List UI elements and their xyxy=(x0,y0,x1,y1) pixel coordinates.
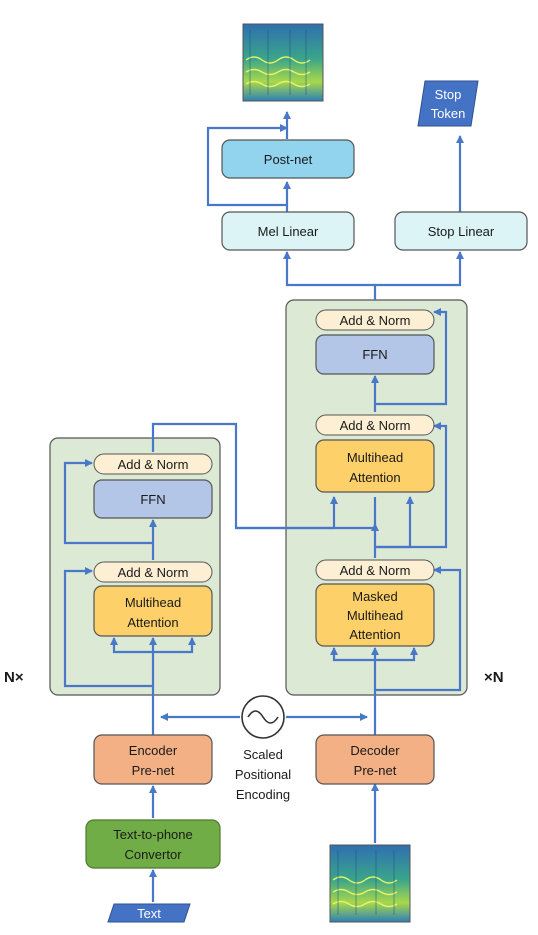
decoder-repeat-label: ×N xyxy=(484,669,504,686)
svg-text:Masked: Masked xyxy=(352,589,398,604)
svg-text:Add & Norm: Add & Norm xyxy=(340,313,411,328)
decoder-add-norm-bottom: Add & Norm xyxy=(315,559,435,581)
positional-encoding-symbol xyxy=(241,695,285,739)
decoder-masked-attention-box: Masked Multihead Attention xyxy=(315,583,435,647)
encoder-add-norm-bottom: Add & Norm xyxy=(93,561,213,583)
encoder-add-norm-top: Add & Norm xyxy=(93,453,213,475)
decoder-prenet-box: Decoder Pre-net xyxy=(315,734,435,785)
connectors xyxy=(63,111,464,902)
stop-token-box: Stop Token xyxy=(417,80,479,127)
post-net-box: Post-net xyxy=(221,139,355,179)
svg-text:Convertor: Convertor xyxy=(124,847,182,862)
decoder-ffn-box: FFN xyxy=(315,334,435,375)
svg-text:Multihead: Multihead xyxy=(347,450,403,465)
stop-token-line-1: Stop xyxy=(435,87,462,102)
svg-text:Attention: Attention xyxy=(349,627,400,642)
positional-encoding-label-2: Positional xyxy=(235,767,291,782)
svg-text:Attention: Attention xyxy=(349,470,400,485)
text-to-phone-convertor-box: Text-to-phone Convertor xyxy=(85,819,221,869)
svg-text:Add & Norm: Add & Norm xyxy=(118,565,189,580)
mel-linear-label: Mel Linear xyxy=(258,224,319,239)
svg-text:Attention: Attention xyxy=(127,615,178,630)
svg-text:Add & Norm: Add & Norm xyxy=(340,563,411,578)
encoder-repeat-label: N× xyxy=(4,669,24,686)
svg-text:Multihead: Multihead xyxy=(347,608,403,623)
mel-linear-box: Mel Linear xyxy=(221,211,355,251)
svg-text:FFN: FFN xyxy=(362,347,387,362)
encoder-multihead-attention-box: Multihead Attention xyxy=(93,585,213,637)
svg-text:Add & Norm: Add & Norm xyxy=(340,418,411,433)
input-spectrogram-image xyxy=(329,844,411,923)
positional-encoding-label-3: Encoding xyxy=(236,787,290,802)
svg-text:Pre-net: Pre-net xyxy=(132,763,175,778)
svg-text:Text-to-phone: Text-to-phone xyxy=(113,827,193,842)
encoder-prenet-box: Encoder Pre-net xyxy=(93,734,213,785)
stop-linear-box: Stop Linear xyxy=(394,211,528,251)
svg-text:Pre-net: Pre-net xyxy=(354,763,397,778)
svg-text:Decoder: Decoder xyxy=(350,743,400,758)
post-net-label: Post-net xyxy=(264,152,313,167)
decoder-add-norm-top: Add & Norm xyxy=(315,309,435,331)
decoder-multihead-attention-box: Multihead Attention xyxy=(315,439,435,493)
encoder-ffn-box: FFN xyxy=(93,479,213,519)
svg-text:FFN: FFN xyxy=(140,492,165,507)
text-input-box: Text xyxy=(107,903,191,923)
decoder-add-norm-mid: Add & Norm xyxy=(315,414,435,436)
stop-token-line-2: Token xyxy=(431,106,466,121)
positional-encoding-label-1: Scaled xyxy=(243,747,283,762)
output-spectrogram-image xyxy=(242,23,324,102)
svg-text:Add & Norm: Add & Norm xyxy=(118,457,189,472)
stop-linear-label: Stop Linear xyxy=(428,224,495,239)
text-input-label: Text xyxy=(137,906,161,921)
svg-text:Encoder: Encoder xyxy=(129,743,178,758)
svg-text:Multihead: Multihead xyxy=(125,595,181,610)
